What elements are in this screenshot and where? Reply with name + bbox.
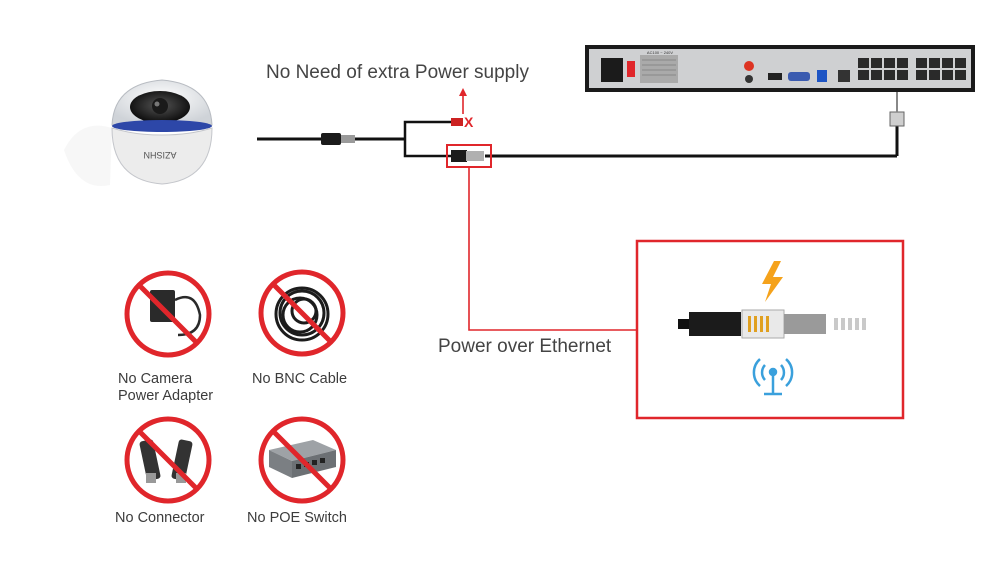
nvr-device: AC100 ~ 240V <box>585 45 975 92</box>
splitter-head <box>321 133 341 145</box>
no-power-mark: X <box>459 88 474 130</box>
usb-port <box>817 70 827 82</box>
cabling <box>257 90 905 162</box>
lan-port <box>838 70 850 82</box>
poe-label: Power over Ethernet <box>438 336 612 357</box>
power-switch <box>627 61 635 77</box>
power-socket <box>601 58 623 82</box>
poe-port <box>871 70 882 80</box>
dome-camera: AZISHN <box>64 79 213 186</box>
rj45-plug <box>451 150 467 162</box>
vga-port <box>788 72 810 81</box>
poe-port <box>929 58 940 68</box>
poe-port <box>884 58 895 68</box>
poe-port <box>897 58 908 68</box>
hdmi-port <box>768 73 782 80</box>
poe-port <box>955 70 966 80</box>
power-rating: AC100 ~ 240V <box>647 50 673 55</box>
no-poe-switch <box>258 416 346 504</box>
switch-label: No POE Switch <box>247 510 347 526</box>
x-mark: X <box>464 114 474 130</box>
no-bnc-cable <box>258 269 346 357</box>
poe-port <box>955 58 966 68</box>
no-connector <box>124 416 212 504</box>
poe-port <box>942 70 953 80</box>
prohibited-icon <box>124 270 212 358</box>
bnc-label: No BNC Cable <box>252 371 348 387</box>
prohibited-icon <box>258 269 346 357</box>
poe-port <box>858 58 869 68</box>
poe-port <box>916 58 927 68</box>
poe-port <box>942 58 953 68</box>
wireless-antenna-icon <box>752 358 794 396</box>
adapter-label: No Camera Power Adapter <box>118 371 214 404</box>
camera-brand: AZISHN <box>143 150 176 160</box>
callout-line <box>468 167 637 331</box>
poe-port <box>858 70 869 80</box>
nvr-rj45-plug <box>889 111 905 127</box>
prohibited-icon <box>124 416 212 504</box>
poe-port <box>916 70 927 80</box>
connector-label: No Connector <box>115 510 205 526</box>
prohibited-icon <box>258 416 346 504</box>
poe-port <box>884 70 895 80</box>
lightning-icon <box>762 261 783 302</box>
dc-power-plug <box>451 118 463 126</box>
cable-boot <box>689 312 741 336</box>
poe-ports <box>858 58 966 80</box>
poe-port <box>897 70 908 80</box>
poe-detail-box <box>635 239 905 420</box>
headline: No Need of extra Power supply <box>266 62 529 83</box>
poe-port <box>929 70 940 80</box>
no-power-adapter <box>124 270 212 358</box>
poe-port <box>871 58 882 68</box>
